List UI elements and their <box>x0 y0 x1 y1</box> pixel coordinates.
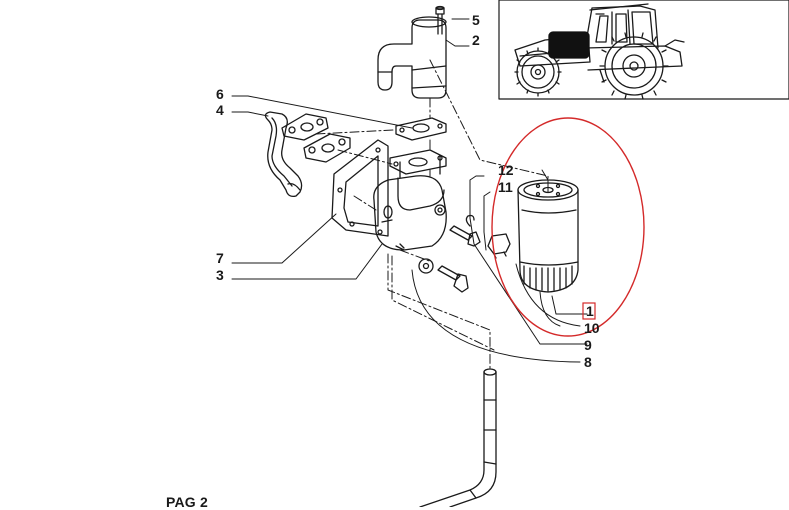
bolt-8 <box>437 265 469 293</box>
leader-lines <box>231 18 588 363</box>
callout-8: 8 <box>584 354 592 370</box>
callout-10: 10 <box>584 320 600 336</box>
alignment-lines <box>315 59 549 369</box>
tractor-icon <box>514 3 685 100</box>
elbow-housing <box>377 16 447 99</box>
washer-icon <box>418 258 434 274</box>
plug-10 <box>487 233 511 259</box>
callout-7: 7 <box>216 250 224 266</box>
callout-2: 2 <box>472 32 480 48</box>
page-label: PAG 2 <box>166 494 208 510</box>
hose-pipe <box>264 111 303 198</box>
callout-5: 5 <box>472 12 480 28</box>
callout-3: 3 <box>216 267 224 283</box>
bolt-9 <box>449 225 481 247</box>
callout-box-1 <box>582 302 596 320</box>
callout-9: 9 <box>584 337 592 353</box>
gasket-upper <box>395 117 447 141</box>
hose-gasket <box>303 133 351 163</box>
callout-12: 12 <box>498 162 514 178</box>
highlight-ellipse <box>491 117 645 337</box>
callout-4: 4 <box>216 102 224 118</box>
tractor-inset <box>498 0 789 100</box>
callout-11: 11 <box>498 179 513 195</box>
callout-1: 1 <box>586 303 594 319</box>
o-ring <box>465 214 475 227</box>
oil-filter-icon <box>517 179 579 293</box>
filter-head <box>373 155 447 251</box>
flange-icon <box>331 139 389 237</box>
bolt-icon <box>435 5 445 35</box>
callout-6: 6 <box>216 86 224 102</box>
gasket-lower <box>389 149 447 175</box>
hose-clamp-plate <box>281 113 329 141</box>
small-bolt <box>395 243 405 251</box>
drain-pipe <box>419 368 497 507</box>
